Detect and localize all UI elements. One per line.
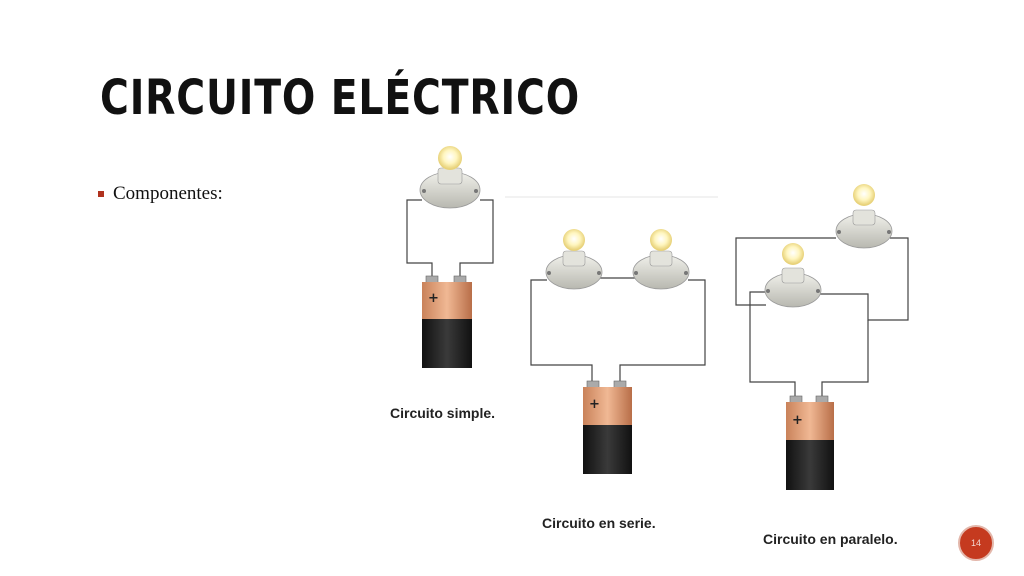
slide-title: CIRCUITO ELÉCTRICO	[100, 70, 580, 126]
battery-icon	[786, 395, 834, 490]
wire	[821, 320, 869, 400]
wire	[406, 199, 433, 280]
series-circuit-caption: Circuito en serie.	[542, 515, 656, 531]
wire	[749, 291, 796, 400]
plus-sign: +	[428, 291, 439, 306]
page-number-badge: 14	[958, 525, 994, 561]
parallel-circuit	[735, 184, 909, 490]
plus-sign: +	[589, 397, 600, 412]
light-bulb-icon	[545, 229, 603, 290]
parallel-circuit-caption: Circuito en paralelo.	[763, 531, 898, 547]
battery-icon	[583, 380, 632, 474]
light-bulb-icon	[835, 184, 893, 249]
light-bulb-icon	[764, 243, 822, 308]
light-bulb-icon	[632, 229, 690, 290]
square-bullet-icon	[98, 191, 104, 197]
simple-circuit	[406, 146, 494, 368]
bullet-text: Componentes:	[113, 183, 223, 204]
wire	[735, 237, 836, 306]
wire	[530, 279, 593, 385]
wire	[459, 199, 494, 280]
simple-circuit-caption: Circuito simple.	[390, 405, 496, 421]
light-bulb-icon	[419, 146, 481, 209]
wire	[820, 237, 909, 321]
series-circuit	[530, 229, 706, 474]
plus-sign: +	[792, 413, 803, 428]
bullet-item: Componentes:	[98, 183, 223, 205]
battery-icon	[422, 275, 472, 368]
wire	[619, 279, 706, 385]
